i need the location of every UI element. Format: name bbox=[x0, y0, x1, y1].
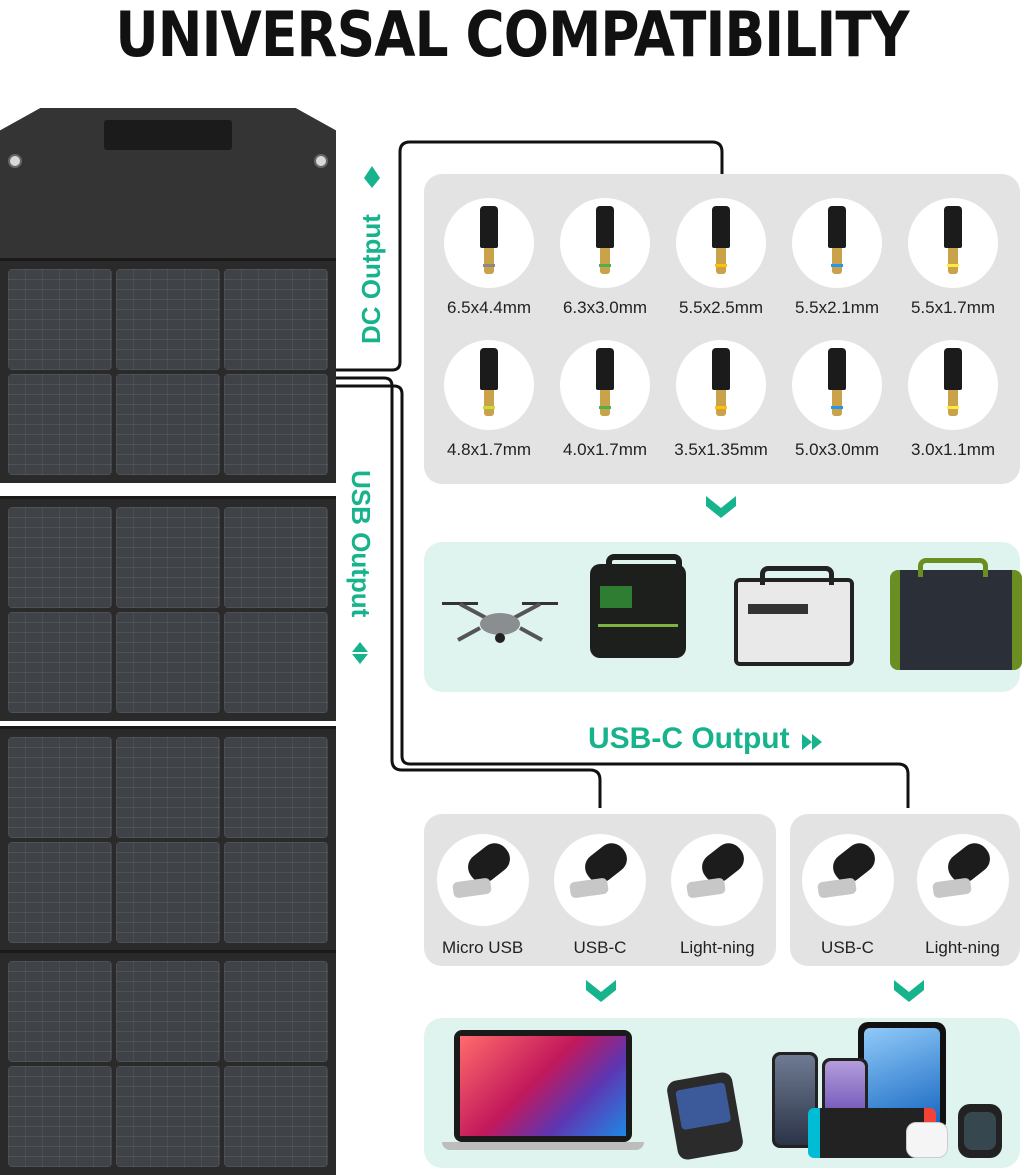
dc-plug-icon bbox=[792, 198, 882, 288]
dc-connector-label: 4.0x1.7mm bbox=[562, 440, 648, 459]
dc-connector-7: 4.0x1.7mm bbox=[560, 340, 650, 460]
dc-connector-5: 5.5x1.7mm bbox=[908, 198, 998, 318]
usb-connector-3: Light-ning bbox=[665, 834, 769, 958]
dc-plug-icon bbox=[908, 198, 998, 288]
dc-connector-label: 6.3x3.0mm bbox=[562, 298, 648, 317]
dc-connector-10: 3.0x1.1mm bbox=[908, 340, 998, 460]
laptop-base-image bbox=[442, 1142, 644, 1150]
arrow-down-icon bbox=[706, 496, 736, 518]
dc-cable bbox=[336, 140, 724, 372]
usbc-connectors-row: USB-C Light-ning bbox=[790, 834, 1020, 958]
usb-devices-panel bbox=[424, 1018, 1020, 1168]
dc-arrow-up-icon bbox=[364, 166, 380, 178]
panel-fold-3 bbox=[0, 726, 336, 951]
usbc-output-label: USB-C Output bbox=[588, 722, 790, 755]
power-station-black-image bbox=[590, 554, 686, 658]
earbuds-image bbox=[906, 1122, 948, 1158]
usbc-cable bbox=[336, 384, 910, 808]
dc-plug-icon bbox=[560, 340, 650, 430]
usb-connector-label: Micro USB bbox=[442, 938, 524, 957]
arrow-down-icon-usbc bbox=[894, 980, 924, 1002]
dc-connector-label: 3.0x1.1mm bbox=[910, 440, 996, 459]
dc-connector-label: 5.5x2.1mm bbox=[794, 298, 880, 317]
dc-connector-label: 5.5x1.7mm bbox=[910, 298, 996, 317]
dc-connector-3: 5.5x2.5mm bbox=[676, 198, 766, 318]
solar-power-bank-image bbox=[665, 1070, 745, 1162]
dc-connector-label: 5.0x3.0mm bbox=[794, 440, 880, 459]
dc-connector-2: 6.3x3.0mm bbox=[560, 198, 650, 318]
usb-arrow-up-icon bbox=[352, 642, 368, 652]
solar-panel bbox=[0, 108, 336, 1175]
usbc-connector-label: Light-ning bbox=[925, 938, 1000, 957]
dc-plug-icon bbox=[676, 198, 766, 288]
dc-connector-label: 5.5x2.5mm bbox=[678, 298, 764, 317]
panel-top-flap bbox=[0, 108, 336, 268]
grommet-left bbox=[8, 154, 22, 168]
panel-fold-2 bbox=[0, 496, 336, 721]
usb-cable-icon bbox=[553, 834, 646, 926]
usbc-connector-1: USB-C bbox=[796, 834, 900, 958]
usb-connector-label: USB-C bbox=[573, 938, 627, 957]
dc-connector-4: 5.5x2.1mm bbox=[792, 198, 882, 318]
power-station-green-image bbox=[890, 558, 1022, 670]
dc-plug-icon bbox=[792, 340, 882, 430]
chevron-right-icon-2 bbox=[812, 734, 822, 750]
dc-plug-icon bbox=[560, 198, 650, 288]
usb-output-label: USB Output bbox=[346, 470, 376, 618]
dc-plug-icon bbox=[444, 198, 534, 288]
dc-connector-9: 5.0x3.0mm bbox=[792, 340, 882, 460]
usb-cable-icon bbox=[436, 834, 529, 926]
usbc-connector-2: Light-ning bbox=[911, 834, 1015, 958]
grommet-right bbox=[314, 154, 328, 168]
usb-cable-icon bbox=[916, 834, 1009, 926]
panel-fold-1 bbox=[0, 258, 336, 483]
usbc-connector-label: USB-C bbox=[821, 938, 874, 957]
dc-connector-1: 6.5x4.4mm bbox=[444, 198, 534, 318]
usb-connector-2: USB-C bbox=[548, 834, 652, 958]
dc-devices-panel bbox=[424, 542, 1022, 692]
arrow-down-icon-usb bbox=[586, 980, 616, 1002]
velcro-strip bbox=[104, 120, 232, 150]
power-station-silver-image bbox=[734, 566, 854, 666]
usb-connector-label: Light-ning bbox=[679, 938, 755, 957]
page-title: UNIVERSAL COMPATIBILITY bbox=[115, 0, 909, 71]
usb-cable bbox=[336, 376, 602, 808]
usb-cable-icon bbox=[801, 834, 894, 926]
dc-connector-label: 4.8x1.7mm bbox=[446, 440, 532, 459]
dc-connector-label: 3.5x1.35mm bbox=[674, 440, 768, 459]
dc-plug-icon bbox=[676, 340, 766, 430]
dc-connector-label: 6.5x4.4mm bbox=[446, 298, 532, 317]
dc-plug-icon bbox=[444, 340, 534, 430]
smartwatch-image bbox=[958, 1104, 1002, 1158]
chevron-right-icon bbox=[802, 734, 812, 750]
laptop-image bbox=[454, 1030, 632, 1142]
dc-connector-8: 3.5x1.35mm bbox=[674, 340, 768, 460]
dc-plug-icon bbox=[908, 340, 998, 430]
usb-connectors-row: Micro USB USB-C Light-ning bbox=[424, 834, 776, 958]
phone-image-1 bbox=[772, 1052, 818, 1148]
drone-image bbox=[442, 602, 558, 643]
usb-arrow-down-icon bbox=[352, 654, 368, 664]
dc-connector-6: 4.8x1.7mm bbox=[444, 340, 534, 460]
dc-output-label: DC Output bbox=[356, 214, 386, 344]
panel-fold-4 bbox=[0, 950, 336, 1175]
dc-arrow-down-icon bbox=[364, 178, 380, 188]
usb-connector-1: Micro USB bbox=[431, 834, 535, 958]
usb-cable-icon bbox=[671, 834, 764, 926]
